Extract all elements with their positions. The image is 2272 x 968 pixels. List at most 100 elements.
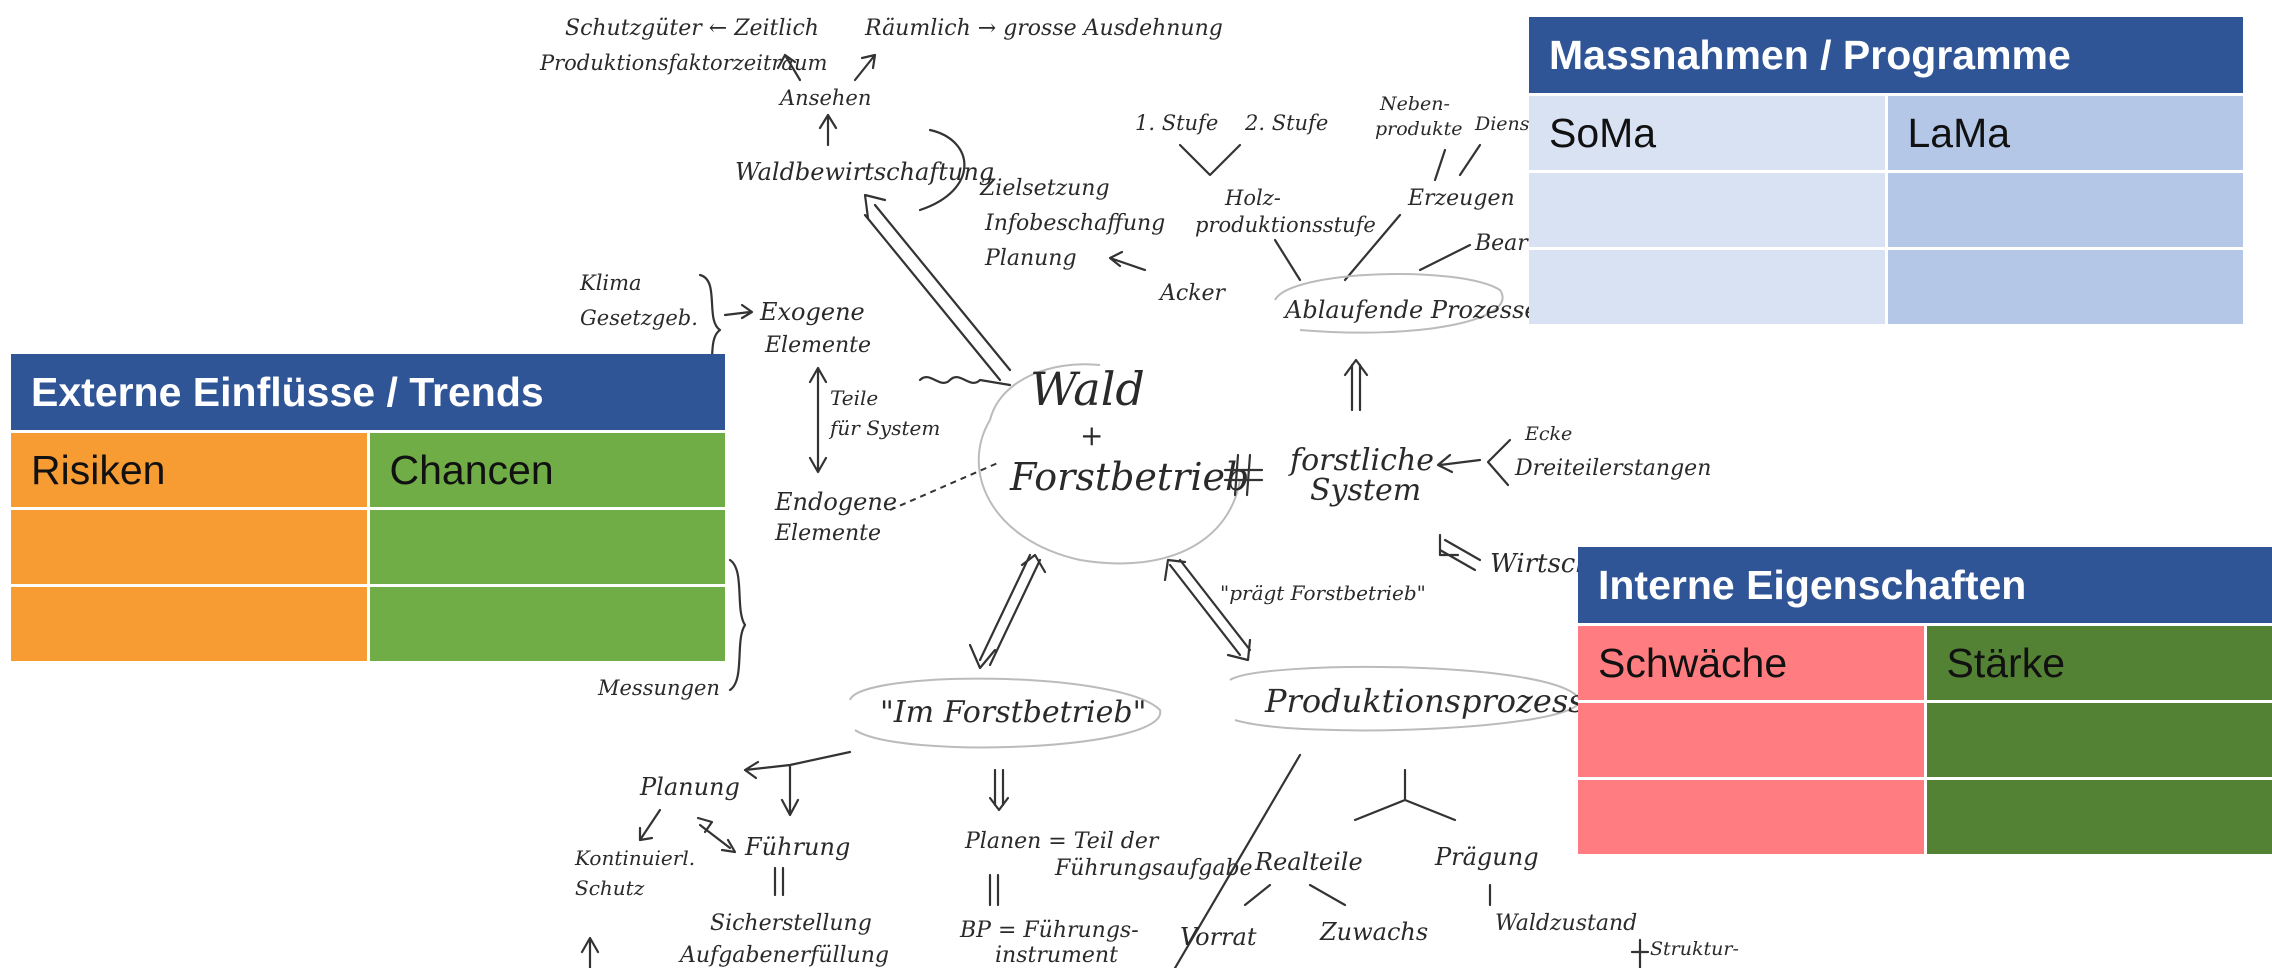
- oval-waldbewirtschaftung: [918, 128, 966, 212]
- massnahmen-title: Massnahmen / Programme: [1529, 17, 2243, 93]
- externe-table: Externe Einflüsse / Trends Risiken Chanc…: [11, 354, 725, 661]
- note-bear: Bear: [1474, 231, 1529, 256]
- massnahmen-grid: SoMa LaMa: [1529, 96, 2243, 324]
- note-produktionsfaktor: Produktionsfaktorzeitraum: [539, 51, 827, 75]
- interne-table: Interne Eigenschaften Schwäche Stärke: [1578, 547, 2272, 854]
- branches-ablaufende: [1273, 143, 1482, 282]
- lama-cell-1: [1887, 173, 2243, 247]
- note-waldzustand: Waldzustand: [1495, 911, 1637, 936]
- note-aufgabenerfuellung: Aufgabenerfüllung: [678, 943, 889, 968]
- note-wirtschaft: Wirtsch: [1490, 549, 1592, 579]
- note-realteile: Realteile: [1254, 848, 1363, 876]
- note-acker: Acker: [1158, 281, 1227, 306]
- brace-struktur: [1630, 938, 1650, 968]
- lama-header: LaMa: [1887, 96, 2243, 170]
- arrow-planen-down: [988, 873, 1000, 907]
- chancen-cell-1: [369, 510, 725, 584]
- note-planung-bottom: Planung: [639, 773, 740, 801]
- note-zuwachs: Zuwachs: [1319, 918, 1428, 946]
- note-infobeschaffung: Infobeschaffung: [984, 211, 1165, 236]
- staerke-cell-1: [1926, 703, 2272, 777]
- arrow-to-ablaufende: [1343, 358, 1369, 412]
- arrow-forstliche-ecke: [1436, 453, 1482, 474]
- brace-messungen: [728, 558, 747, 692]
- note-waldbewirtschaftung: Waldbewirtschaftung: [735, 158, 994, 186]
- break-mark: [1223, 453, 1264, 497]
- note-holz: Holz-: [1224, 186, 1281, 210]
- note-bp-instrument: instrument: [995, 943, 1118, 968]
- schwaeche-header: Schwäche: [1578, 626, 1924, 700]
- note-praegung: Prägung: [1434, 843, 1539, 871]
- note-stufe-1: 1. Stufe: [1135, 111, 1218, 135]
- interne-title: Interne Eigenschaften: [1578, 547, 2272, 623]
- arrow-planung-fuehrung: [696, 816, 737, 854]
- note-schutzgueter: Schutzgüter ← Zeitlich: [565, 16, 819, 41]
- chancen-cell-2: [369, 587, 725, 661]
- note-neben: Neben-: [1379, 93, 1450, 115]
- chancen-header: Chancen: [369, 433, 725, 507]
- risiken-cell-2: [11, 587, 367, 661]
- arrow-wald-to-produktion: [1163, 558, 1252, 662]
- arrow-planung-down: [638, 808, 662, 842]
- arrow-wald-to-bewirtschaftung: [863, 193, 1012, 372]
- note-zielsetzung: Zielsetzung: [979, 176, 1110, 201]
- note-messungen: Messungen: [597, 676, 720, 700]
- note-exogene-elemente: Elemente: [764, 333, 871, 358]
- note-planung: Planung: [984, 246, 1077, 271]
- oval-ablaufende: [1274, 272, 1504, 334]
- soma-cell-1: [1529, 173, 1885, 247]
- note-ecke: Ecke: [1524, 423, 1572, 445]
- soma-cell-2: [1529, 250, 1885, 324]
- note-dreiteiler: Dreiteilerstangen: [1514, 456, 1711, 481]
- note-fuehrung: Führung: [744, 833, 850, 861]
- arrow-ansehen-up: [818, 113, 838, 147]
- center-label-wald: Wald: [1030, 362, 1145, 416]
- externe-title: Externe Einflüsse / Trends: [11, 354, 725, 430]
- note-dienst: Dienst-: [1474, 113, 1544, 135]
- arrow-ansehen-left: [776, 53, 802, 82]
- note-endogene-elemente: Elemente: [774, 521, 881, 546]
- arrow-wald-to-im-forstbetrieb: [968, 553, 1047, 670]
- note-klima: Klima: [579, 271, 642, 295]
- branch-ecke: [1486, 438, 1512, 487]
- oval-im-forstbetrieb: [849, 677, 1162, 749]
- branch-produktion: [1353, 768, 1457, 822]
- note-planen: Planen = Teil der: [964, 829, 1160, 854]
- note-fuehrungsaufgabe: Führungsaufgabe: [1054, 856, 1253, 881]
- soma-header: SoMa: [1529, 96, 1885, 170]
- schwaeche-cell-2: [1578, 780, 1924, 854]
- note-ablaufende-prozesse: Ablaufende Prozesse: [1283, 296, 1539, 324]
- note-bp: BP = Führungs-: [959, 918, 1139, 943]
- arrow-to-exogene: [723, 303, 754, 320]
- branch-realteile: [1243, 883, 1347, 907]
- note-holzproduktion: produktionsstufe: [1195, 213, 1376, 237]
- branch-stufen: [1178, 143, 1242, 177]
- schwaeche-cell-1: [1578, 703, 1924, 777]
- wavy-to-wald: [918, 376, 1012, 387]
- note-ansehen: Ansehen: [778, 86, 871, 110]
- massnahmen-table: Massnahmen / Programme SoMa LaMa: [1529, 17, 2243, 324]
- note-erzeugen: Erzeugen: [1407, 186, 1515, 211]
- arrow-fuehrung-down: [773, 866, 785, 897]
- center-label-forstbetrieb: Forstbetrieb: [1009, 455, 1249, 499]
- note-teile: Teile: [830, 386, 878, 410]
- risiken-header: Risiken: [11, 433, 367, 507]
- note-vorrat: Vorrat: [1180, 923, 1257, 951]
- note-exogene: Exogene: [759, 298, 865, 326]
- note-schutz: Schutz: [575, 876, 645, 900]
- branch-planung-fuehrung: [743, 750, 852, 817]
- staerke-header: Stärke: [1926, 626, 2272, 700]
- note-fuer-system: für System: [828, 416, 940, 440]
- arrow-im-forstbetrieb-down: [988, 768, 1010, 812]
- arrow-exogene-endogene: [808, 366, 828, 474]
- arrow-wirtschaft: [1438, 533, 1482, 572]
- note-raeumlich: Räumlich → grosse Ausdehnung: [864, 16, 1223, 41]
- lama-cell-2: [1887, 250, 2243, 324]
- note-produktionsprozess: Produktionsprozess: [1264, 682, 1585, 720]
- center-oval: [977, 363, 1241, 565]
- arrow-to-zielsetzung: [1108, 250, 1147, 272]
- staerke-cell-2: [1926, 780, 2272, 854]
- note-system: System: [1310, 473, 1421, 508]
- note-endogene: Endogene: [774, 488, 897, 516]
